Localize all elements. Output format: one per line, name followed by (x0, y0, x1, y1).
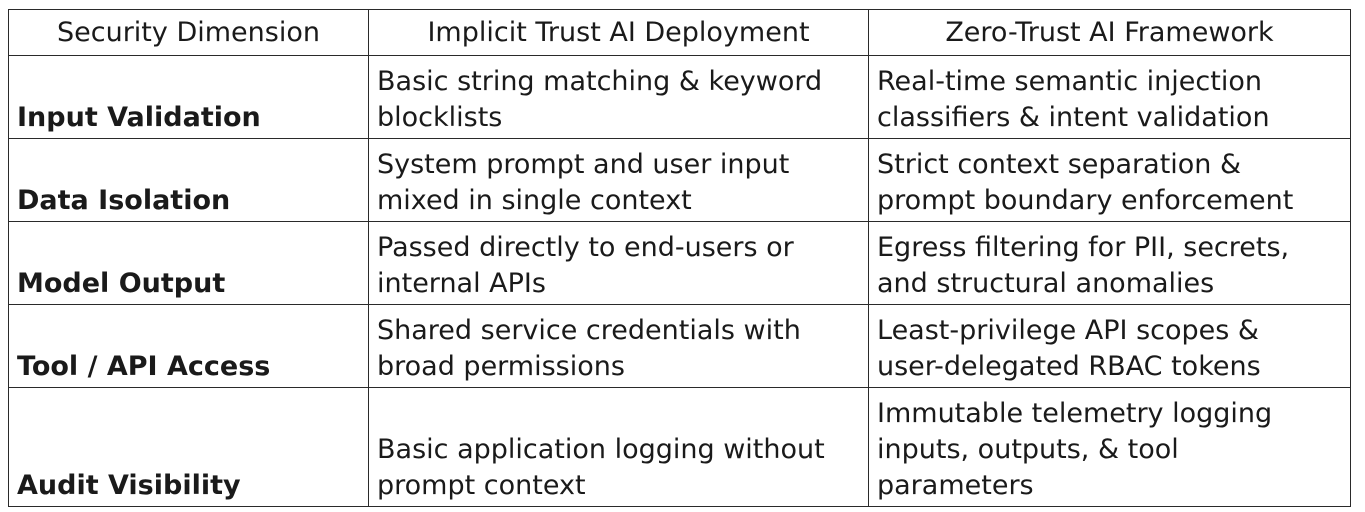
header-implicit-trust: Implicit Trust AI Deployment (368, 9, 869, 56)
cell-line: Immutable telemetry logging (877, 398, 1273, 429)
comparison-table: Security Dimension Implicit Trust AI Dep… (8, 9, 1351, 507)
cell-line: internal APIs (377, 268, 546, 299)
header-security-dimension: Security Dimension (8, 9, 369, 56)
zero-trust-cell: Egress filtering for PII, secrets, and s… (868, 221, 1351, 305)
zero-trust-cell: Least-privilege API scopes & user-delega… (868, 304, 1351, 388)
cell-line: System prompt and user input (377, 149, 790, 180)
zero-trust-cell: Immutable telemetry logging inputs, outp… (868, 387, 1351, 507)
zero-trust-cell: Real-time semantic injection classifiers… (868, 55, 1351, 139)
cell-line: inputs, outputs, & tool (877, 434, 1179, 465)
cell-line: Real-time semantic injection (877, 66, 1262, 97)
dimension-cell: Audit Visibility (8, 387, 369, 507)
table-row-data-isolation: Data Isolation System prompt and user in… (8, 138, 1351, 222)
table-row-tool-api-access: Tool / API Access Shared service credent… (8, 304, 1351, 388)
table-row-input-validation: Input Validation Basic string matching &… (8, 55, 1351, 139)
implicit-cell: System prompt and user input mixed in si… (368, 138, 869, 222)
cell-line: prompt context (377, 470, 586, 501)
cell-line: mixed in single context (377, 185, 692, 216)
implicit-cell: Passed directly to end-users or internal… (368, 221, 869, 305)
table-row-audit-visibility: Audit Visibility Basic application loggi… (8, 387, 1351, 507)
cell-line: Basic string matching & keyword (377, 66, 823, 97)
implicit-cell: Basic application logging without prompt… (368, 387, 869, 507)
cell-line: Egress filtering for PII, secrets, (877, 232, 1290, 263)
dimension-cell: Input Validation (8, 55, 369, 139)
dimension-cell: Data Isolation (8, 138, 369, 222)
dimension-cell: Tool / API Access (8, 304, 369, 388)
cell-line: Shared service credentials with (377, 315, 801, 346)
table-row-model-output: Model Output Passed directly to end-user… (8, 221, 1351, 305)
implicit-cell: Shared service credentials with broad pe… (368, 304, 869, 388)
cell-line: user-delegated RBAC tokens (877, 351, 1261, 382)
cell-line: Basic application logging without (377, 434, 825, 465)
zero-trust-cell: Strict context separation & prompt bound… (868, 138, 1351, 222)
implicit-cell: Basic string matching & keyword blocklis… (368, 55, 869, 139)
header-zero-trust: Zero-Trust AI Framework (868, 9, 1351, 56)
cell-line: Least-privilege API scopes & (877, 315, 1259, 346)
dimension-cell: Model Output (8, 221, 369, 305)
cell-line: parameters (877, 470, 1034, 501)
cell-line: Strict context separation & (877, 149, 1242, 180)
cell-line: Passed directly to end-users or (377, 232, 794, 263)
header-row: Security Dimension Implicit Trust AI Dep… (8, 9, 1351, 56)
cell-line: and structural anomalies (877, 268, 1215, 299)
cell-line: blocklists (377, 102, 503, 133)
cell-line: broad permissions (377, 351, 625, 382)
cell-line: prompt boundary enforcement (877, 185, 1294, 216)
cell-line: classifiers & intent validation (877, 102, 1270, 133)
